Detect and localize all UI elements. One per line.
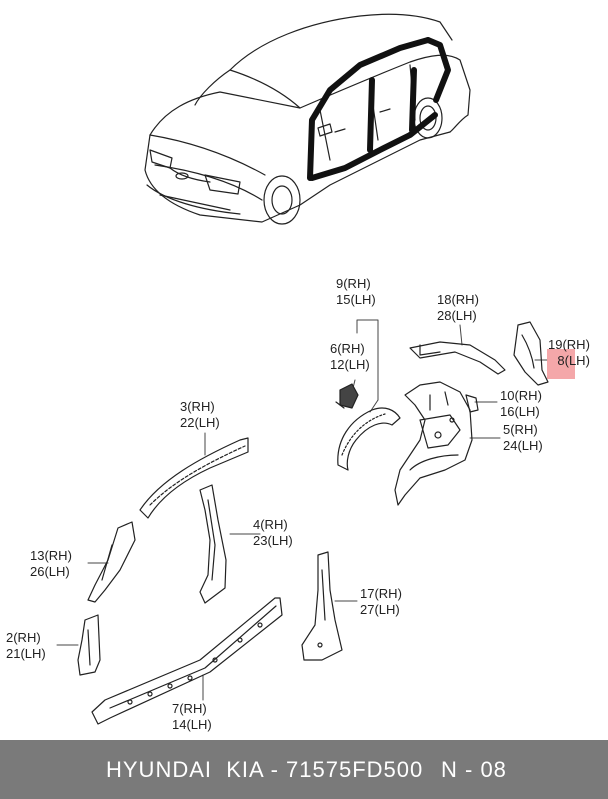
part-small-bracket (335, 383, 359, 409)
part-wheelhouse-arch (337, 407, 401, 471)
part-c-pillar (301, 551, 343, 661)
callout-3-22: 3(RH) 22(LH) (180, 399, 220, 431)
part-small-piece (465, 394, 479, 413)
callout-4-23: 4(RH) 23(LH) (253, 517, 293, 549)
callout-line: 27(LH) (360, 602, 400, 617)
page-code-label: N - 08 (441, 757, 507, 782)
callout-line: 17(RH) (360, 586, 402, 601)
callout-line: 13(RH) (30, 548, 72, 563)
callout-18-28: 18(RH) 28(LH) (437, 292, 479, 324)
callout-7-14: 7(RH) 14(LH) (172, 701, 212, 733)
part-side-sill (91, 597, 283, 725)
diagram-drawing (56, 13, 549, 725)
callout-line: 16(LH) (500, 404, 540, 419)
callout-line: 4(RH) (253, 517, 288, 532)
callout-line: 18(RH) (437, 292, 479, 307)
callout-line: 7(RH) (172, 701, 207, 716)
part-number-label: HYUNDAI KIA - 71575FD500 (106, 757, 424, 782)
part-roof-rail (139, 437, 249, 519)
callout-line: 2(RH) (6, 630, 41, 645)
car-illustration (144, 13, 471, 225)
car-frame-highlight (307, 37, 451, 181)
callout-line: 15(LH) (336, 292, 376, 307)
callout-2-21: 2(RH) 21(LH) (6, 630, 46, 662)
callout-line: 28(LH) (437, 308, 477, 323)
callout-13-26: 13(RH) 26(LH) (30, 548, 72, 580)
callout-6-12: 6(RH) 12(LH) (330, 341, 370, 373)
callout-17-27: 17(RH) 27(LH) (360, 586, 402, 618)
part-quarter-inner-panel (394, 381, 473, 506)
callout-line: 23(LH) (253, 533, 293, 548)
callout-9-15: 9(RH) 15(LH) (336, 276, 376, 308)
callout-line: 5(RH) (503, 422, 538, 437)
callout-line: 22(LH) (180, 415, 220, 430)
highlight-marker (547, 349, 575, 379)
callout-line: 3(RH) (180, 399, 215, 414)
callout-line: 12(LH) (330, 357, 370, 372)
part-a-pillar-lower (77, 614, 101, 676)
callout-line: 9(RH) (336, 276, 371, 291)
callout-line: 10(RH) (500, 388, 542, 403)
part-upper-rail (409, 341, 506, 375)
callout-line: 24(LH) (503, 438, 543, 453)
part-a-pillar-upper (87, 521, 136, 603)
leader-lines (56, 319, 548, 701)
callout-line: 26(LH) (30, 564, 70, 579)
callout-19-8: 19(RH) 8(LH) (548, 337, 590, 369)
callout-5-24: 5(RH) 24(LH) (503, 422, 543, 454)
callout-line: 14(LH) (172, 717, 212, 732)
callout-10-16: 10(RH) 16(LH) (500, 388, 542, 420)
parts-diagram: 9(RH) 15(LH) 18(RH) 28(LH) 6(RH) 12(LH) … (6, 13, 590, 733)
part-pillar-bracket (513, 321, 549, 386)
callout-line: 8(LH) (557, 353, 590, 368)
part-b-pillar (199, 484, 227, 604)
callout-line: 21(LH) (6, 646, 46, 661)
callout-line: 19(RH) (548, 337, 590, 352)
footer-bar: HYUNDAI KIA - 71575FD500 N - 08 (0, 740, 608, 799)
callout-line: 6(RH) (330, 341, 365, 356)
